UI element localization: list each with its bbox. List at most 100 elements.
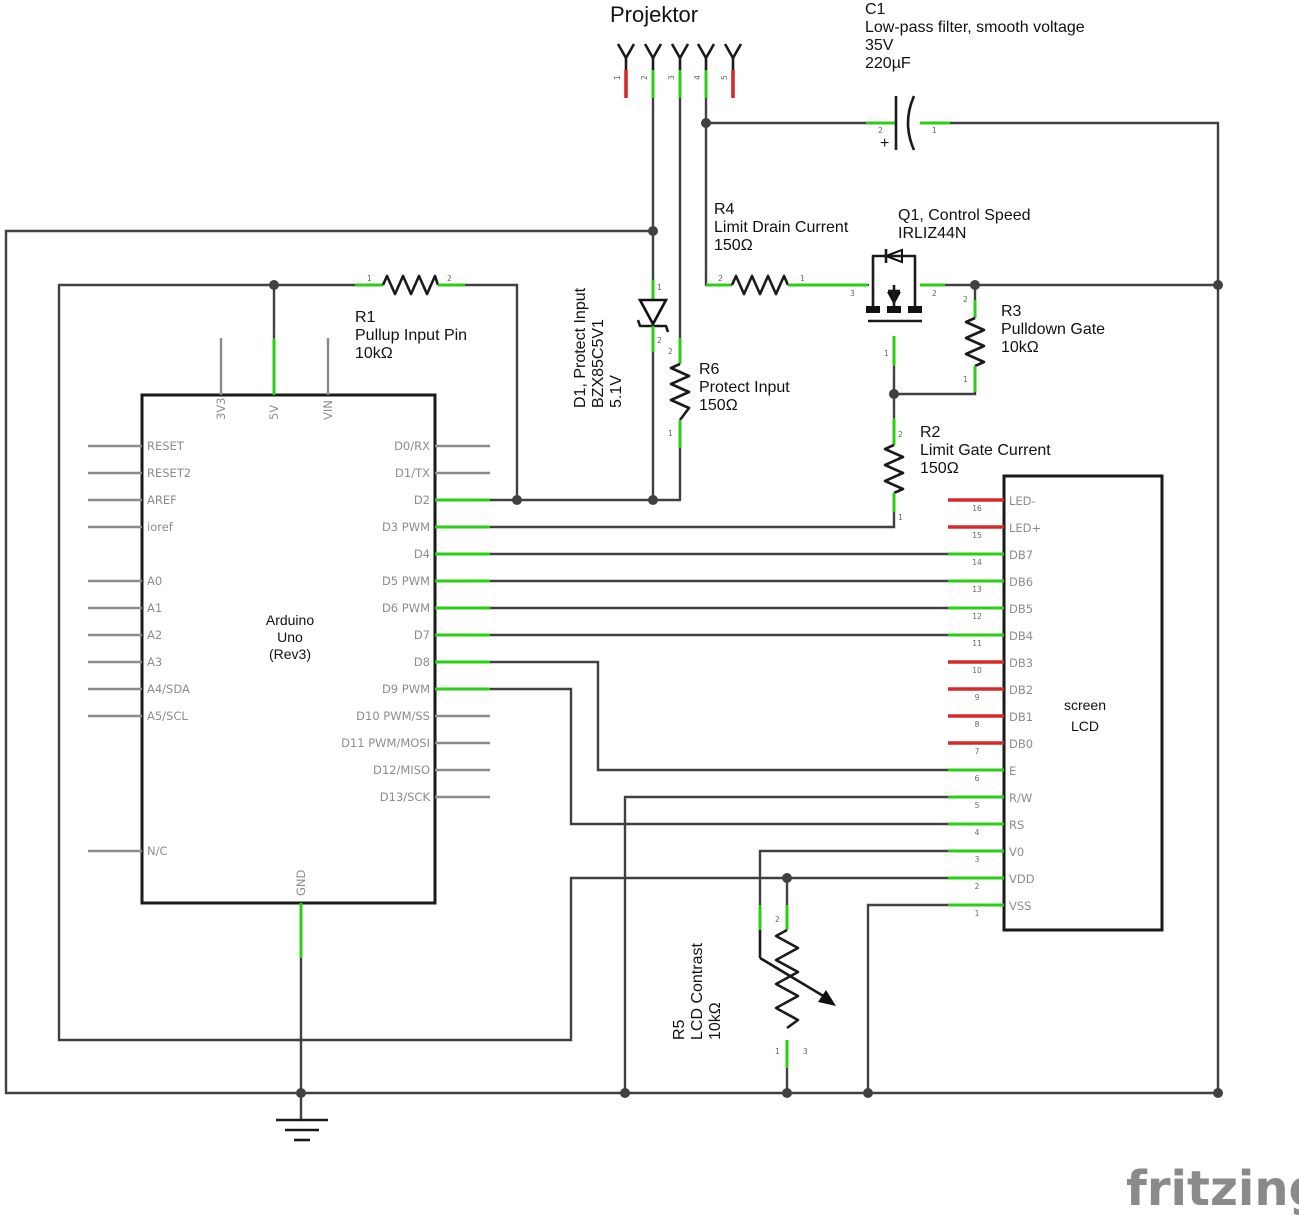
d1-pin-1: 1 — [657, 283, 662, 292]
arduino-pin-label: D6 PWM — [382, 601, 430, 615]
arduino-pin-label: D1/TX — [395, 466, 430, 480]
arduino-pin-aref: AREF — [88, 493, 177, 507]
resistor-r4: R4 Limit Drain Current 150Ω 2 1 — [706, 201, 849, 296]
lcd-pin-led-: LED-16 — [948, 494, 1036, 513]
r4-value: 150Ω — [714, 237, 753, 254]
projector-pin-number: 2 — [640, 75, 649, 80]
arduino-pin-reset2: RESET2 — [88, 466, 191, 480]
resistor-r2: R2 Limit Gate Current 150Ω 2 1 — [883, 418, 1051, 522]
arduino-pin-label: D12/MISO — [373, 763, 430, 777]
arduino-pin-d8: D8 — [414, 655, 490, 669]
capacitor-c1: C1 Low-pass filter, smooth voltage 35V 2… — [865, 1, 1085, 152]
q1-pin-2: 2 — [932, 289, 937, 298]
arduino-pin-a1: A1 — [88, 601, 162, 615]
arduino-pin-label: D4 — [414, 547, 430, 561]
arduino-pin-label: A5/SCL — [147, 709, 188, 723]
r6-pin-1: 1 — [668, 429, 673, 438]
d1-part: BZX85C5V1 — [590, 319, 607, 408]
projector-pin-2: 2 — [640, 43, 663, 98]
arduino-pin-label: A2 — [147, 628, 162, 642]
arduino-pin-label: D13/SCK — [380, 790, 431, 804]
r1-pin-1: 1 — [367, 274, 372, 283]
r3-name: R3 — [1001, 303, 1022, 320]
arduino-pin-label: D11 PWM/MOSI — [341, 736, 430, 750]
r6-desc: Protect Input — [699, 379, 790, 396]
r5-value: 10kΩ — [707, 1002, 724, 1040]
arduino-pin-a0: A0 — [88, 574, 162, 588]
r2-value: 150Ω — [920, 460, 959, 477]
c1-desc: Low-pass filter, smooth voltage — [865, 19, 1085, 36]
arduino-pin-d11-pwm-mosi: D11 PWM/MOSI — [341, 736, 490, 750]
arduino-pin-d3-pwm: D3 PWM — [382, 520, 490, 534]
r3-value: 10kΩ — [1001, 339, 1039, 356]
lcd-pin-number: 2 — [975, 882, 980, 891]
arduino-pin-n-c: N/C — [88, 844, 168, 858]
lcd-pin-label: RS — [1009, 818, 1024, 832]
lcd-pin-label: DB2 — [1009, 683, 1033, 697]
r1-value: 10kΩ — [355, 345, 393, 362]
c1-pin-2: 2 — [878, 126, 883, 135]
arduino-pin-label: D3 PWM — [382, 520, 430, 534]
lcd-pin-number: 13 — [972, 585, 982, 594]
arduino-pin-label: GND — [294, 869, 308, 896]
arduino-pin-label: AREF — [147, 493, 177, 507]
r5-desc: LCD Contrast — [689, 943, 706, 1040]
projector-pin-number: 1 — [613, 75, 622, 80]
arduino-pin-d12-miso: D12/MISO — [373, 763, 490, 777]
arduino-pin-d2: D2 — [414, 493, 490, 507]
lcd-pin-number: 9 — [975, 693, 980, 702]
arduino-pin-vin: VIN — [321, 338, 335, 420]
lcd-pin-e: E6 — [948, 764, 1016, 783]
lcd-pin-number: 8 — [975, 720, 980, 729]
arduino-pin-label: A1 — [147, 601, 162, 615]
arduino-pin-ioref: ioref — [88, 520, 174, 534]
projector-title: Projektor — [610, 2, 698, 27]
r1-desc: Pullup Input Pin — [355, 327, 467, 344]
potentiometer-r5: R5 LCD Contrast 10kΩ 2 1 3 — [671, 905, 836, 1068]
projector-pin-number: 5 — [720, 75, 729, 80]
fritzing-logo: fritzing — [1126, 1161, 1299, 1215]
arduino-pin-d9-pwm: D9 PWM — [382, 682, 490, 696]
arduino-pin-reset: RESET — [88, 439, 185, 453]
arduino-pin-a2: A2 — [88, 628, 162, 642]
lcd-pin-db2: DB2 9 — [948, 683, 1033, 702]
r6-value: 150Ω — [699, 397, 738, 414]
projector-pin-4: 4 — [693, 43, 716, 98]
lcd-type: LCD — [1071, 718, 1099, 734]
arduino-rev: (Rev3) — [269, 646, 311, 662]
projector-pin-number: 4 — [693, 75, 702, 80]
lcd-pin-label: V0 — [1009, 845, 1024, 859]
r4-pin-1: 1 — [800, 274, 805, 283]
lcd-pin-label: VDD — [1009, 872, 1035, 886]
c1-name: C1 — [865, 1, 886, 18]
arduino-pin-label: ioref — [147, 520, 174, 534]
r5-pin-2: 2 — [775, 915, 780, 924]
lcd-pin-v0: V03 — [948, 845, 1024, 864]
lcd-pin-number: 4 — [975, 828, 980, 837]
r5-pin-3: 3 — [803, 1047, 808, 1056]
arduino-pin-label: D9 PWM — [382, 682, 430, 696]
lcd-pin-number: 11 — [972, 639, 982, 648]
lcd-pin-label: DB5 — [1009, 602, 1033, 616]
q1-name: Q1, Control Speed — [898, 207, 1031, 224]
r4-desc: Limit Drain Current — [714, 219, 849, 236]
junction-dots — [269, 118, 1223, 1098]
arduino-pin-a3: A3 — [88, 655, 162, 669]
arduino-pin-label: D10 PWM/SS — [356, 709, 430, 723]
lcd-pin-label: VSS — [1009, 899, 1031, 913]
arduino-pin-a4-sda: A4/SDA — [88, 682, 190, 696]
wires — [4, 96, 1220, 1122]
lcd-pin-number: 5 — [975, 801, 980, 810]
r5-name: R5 — [671, 1019, 688, 1040]
r3-pin-2: 2 — [963, 295, 968, 304]
arduino-pin-label: D5 PWM — [382, 574, 430, 588]
lcd-pin-r-w: R/W5 — [948, 791, 1032, 810]
arduino-pin-d1-tx: D1/TX — [395, 466, 490, 480]
